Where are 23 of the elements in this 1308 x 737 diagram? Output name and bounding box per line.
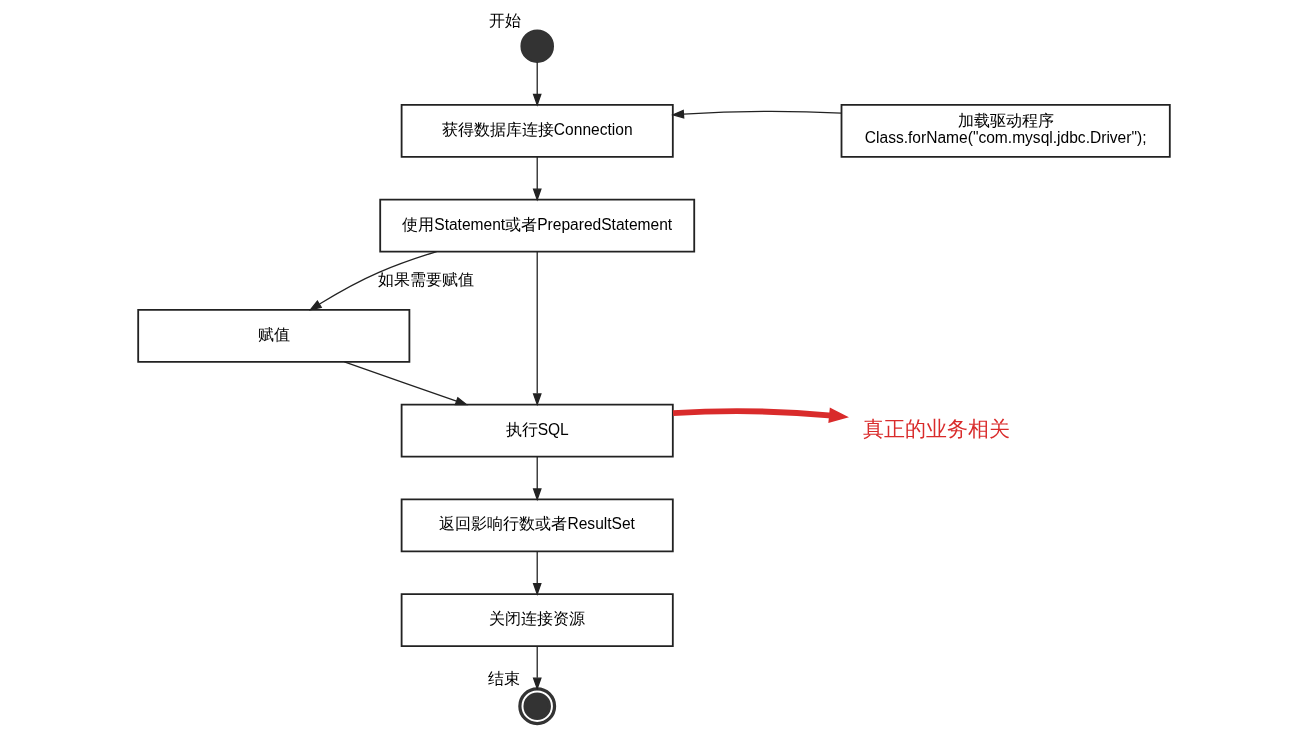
arrow xyxy=(532,251,542,407)
arrow xyxy=(532,156,542,202)
arrow xyxy=(308,250,438,311)
node-label: 结束 xyxy=(487,670,520,688)
node-box: 返回影响行数或者ResultSet xyxy=(400,498,674,553)
edge-label: 如果需要赋值 xyxy=(378,270,475,288)
node-box: 赋值 xyxy=(137,309,411,363)
node-label: 开始 xyxy=(489,11,522,29)
arrow xyxy=(671,109,842,119)
node-box: 使用Statement或者PreparedStatement xyxy=(379,198,696,253)
arrow xyxy=(532,645,542,691)
node-box: 关闭连接资源 xyxy=(400,593,674,647)
arrow xyxy=(532,550,542,596)
node-box: 获得数据库连接Connection xyxy=(400,104,674,158)
arrow xyxy=(532,455,542,502)
arrow xyxy=(672,407,849,424)
node-box: 执行SQL xyxy=(400,403,674,458)
arrow xyxy=(532,61,542,107)
node-circle xyxy=(518,687,557,726)
node-text: 真正的业务相关 xyxy=(863,417,1011,440)
node-circle xyxy=(520,29,554,63)
arrow xyxy=(343,361,469,406)
node-box: 加载驱动程序 Class.forName("com.mysql.jdbc.Driver"); xyxy=(840,104,1171,158)
